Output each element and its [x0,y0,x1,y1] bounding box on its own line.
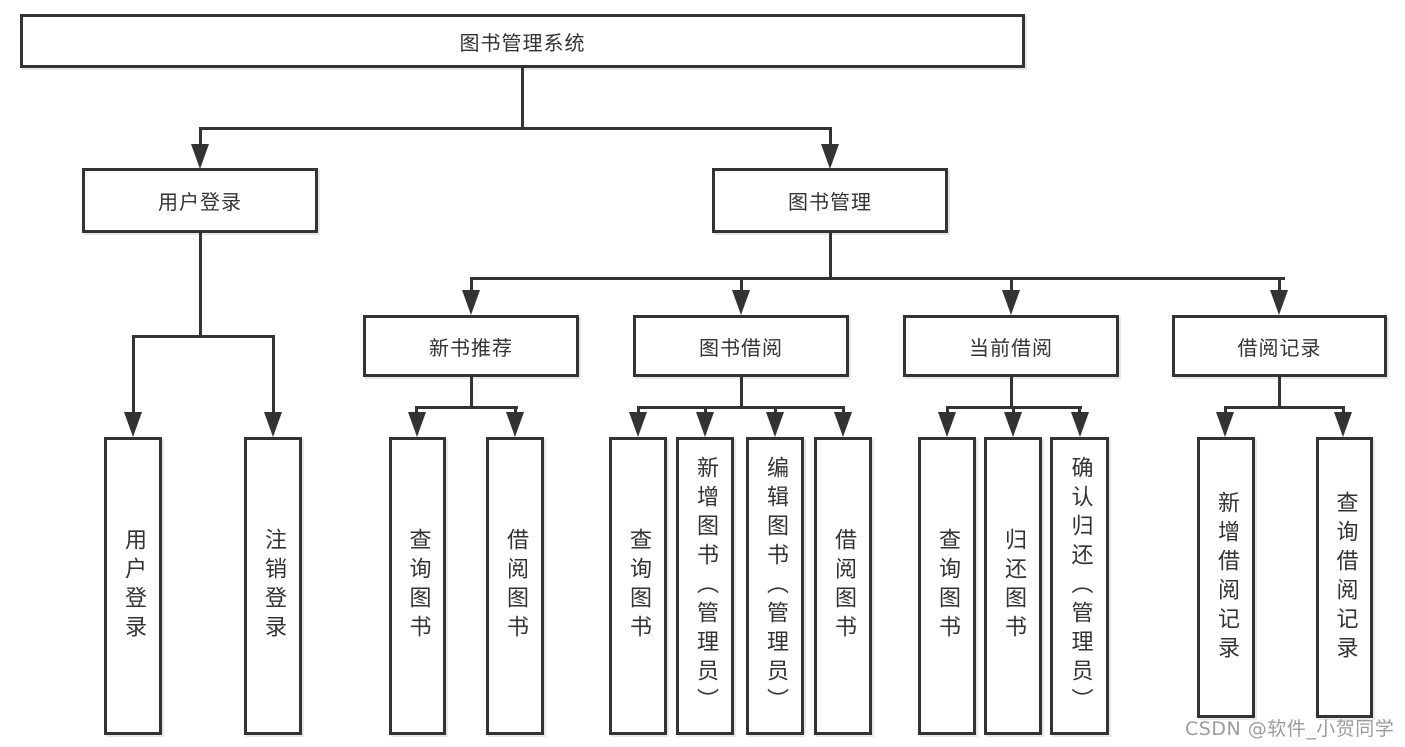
arrowhead-icon [191,144,209,169]
edge-borrowing-stub-3 [773,406,777,416]
edge-current-stub-3 [1078,406,1081,416]
arrowhead-icon [1334,412,1352,437]
edge-bookmgmt-stub-3 [1009,277,1013,293]
leaf-current-query-books-label: 查询图书 [935,528,960,644]
edge-userlogin-stub-2 [271,335,275,415]
leaf-logout: 注销登录 [244,437,302,735]
edge-root-hline [198,127,832,130]
leaf-query-borrow-record-label: 查询借阅记录 [1332,490,1358,665]
leaf-add-borrow-record: 新增借阅记录 [1197,437,1255,718]
edge-borrowing-vline [739,377,743,409]
edge-userlogin-vline [198,233,202,338]
node-book-management-label: 图书管理 [788,190,872,214]
arrowhead-icon [1002,290,1020,315]
arrowhead-icon [124,412,142,437]
arrowhead-icon [264,412,282,437]
leaf-query-borrow-record: 查询借阅记录 [1316,437,1373,718]
leaf-logout-label: 注销登录 [261,528,286,644]
arrowhead-icon [1004,412,1022,437]
node-borrow-records-label: 借阅记录 [1237,335,1322,360]
edge-bookmgmt-vline [828,233,832,280]
edge-current-stub-1 [945,406,949,416]
edge-borrowing-stub-4 [841,406,845,416]
arrowhead-icon [506,412,524,437]
edge-root-stub-right [828,127,832,149]
leaf-user-login-label: 用户登录 [121,528,146,644]
leaf-recommend-query-books: 查询图书 [389,437,446,735]
csdn-watermark: CSDN @软件_小贺同学 [1185,718,1395,740]
node-borrow-records: 借阅记录 [1172,315,1387,377]
edge-root-vline [520,68,524,130]
arrowhead-icon [462,290,480,315]
leaf-add-books-admin: 新增图书（管理员） [676,437,734,735]
leaf-recommend-borrow-books: 借阅图书 [486,437,544,735]
edge-newbook-stub-1 [415,406,418,416]
arrowhead-icon [834,412,852,437]
arrowhead-icon [732,290,750,315]
leaf-current-query-books: 查询图书 [918,437,976,735]
node-user-login-label: 用户登录 [158,190,242,214]
edge-bookmgmt-stub-1 [469,277,473,293]
node-root-system-label: 图书管理系统 [459,30,586,55]
edge-bookmgmt-stub-2 [739,277,743,293]
edge-borrowing-hline [636,406,845,409]
arrowhead-icon [407,412,426,437]
node-new-book-recommend: 新书推荐 [363,315,579,377]
edge-records-vline [1278,377,1281,409]
node-book-borrowing: 图书借阅 [633,315,849,377]
edge-records-stub-2 [1341,406,1345,416]
leaf-return-books: 归还图书 [984,437,1042,735]
arrowhead-icon [821,144,839,169]
node-root-system: 图书管理系统 [20,14,1025,68]
edge-bookmgmt-hline [469,277,1285,280]
arrowhead-icon [766,412,784,437]
leaf-add-books-admin-label: 新增图书（管理员） [693,455,718,717]
leaf-borrowing-borrow-books: 借阅图书 [814,437,872,735]
edge-current-vline [1009,377,1013,409]
edge-root-stub-left [198,127,202,149]
arrowhead-icon [1270,290,1288,315]
edge-borrowing-stub-1 [636,406,640,416]
leaf-add-borrow-record-label: 新增借阅记录 [1214,490,1239,665]
leaf-confirm-return-admin: 确认归还（管理员） [1050,437,1109,735]
leaf-borrowing-query-books: 查询图书 [609,437,667,735]
leaf-borrowing-query-books-label: 查询图书 [626,528,651,644]
node-book-management: 图书管理 [712,168,948,233]
arrowhead-icon [1070,412,1089,437]
edge-newbook-stub-2 [513,406,517,416]
leaf-recommend-query-books-label: 查询图书 [405,528,431,644]
arrowhead-icon [1216,412,1234,437]
leaf-return-books-label: 归还图书 [1001,528,1026,644]
leaf-confirm-return-admin-label: 确认归还（管理员） [1067,455,1093,717]
edge-userlogin-stub-1 [131,335,135,415]
edge-borrowing-stub-2 [703,406,707,416]
leaf-edit-books-admin: 编辑图书（管理员） [746,437,804,735]
edge-userlogin-hline [131,335,275,338]
edge-bookmgmt-stub-4 [1277,277,1281,293]
node-current-borrowing-label: 当前借阅 [969,335,1053,360]
node-new-book-recommend-label: 新书推荐 [429,335,513,360]
arrowhead-icon [696,412,714,437]
edge-records-stub-1 [1223,406,1227,416]
node-book-borrowing-label: 图书借阅 [699,335,783,360]
edge-newbook-hline [415,406,518,409]
node-user-login: 用户登录 [82,168,318,233]
leaf-user-login: 用户登录 [104,437,162,735]
leaf-borrowing-borrow-books-label: 借阅图书 [831,528,856,644]
node-current-borrowing: 当前借阅 [903,315,1119,377]
leaf-edit-books-admin-label: 编辑图书（管理员） [763,455,788,717]
edge-newbook-vline [469,377,473,409]
arrowhead-icon [629,412,647,437]
edge-current-stub-2 [1011,406,1015,416]
leaf-recommend-borrow-books-label: 借阅图书 [503,528,528,644]
arrowhead-icon [938,412,956,437]
edge-records-hline [1223,406,1345,409]
